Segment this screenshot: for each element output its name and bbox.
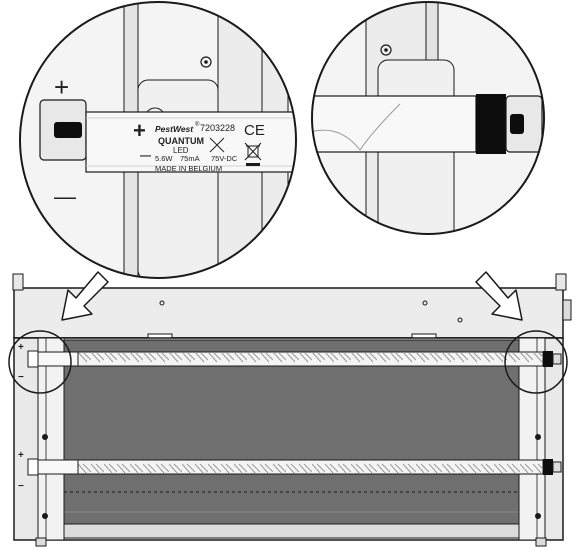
left-bracket <box>12 273 24 291</box>
lower-plus-mark: + <box>18 450 24 461</box>
left-detail-zoom: + — + PestWest ® 7203228 CE QUANTUM LED … <box>19 1 297 279</box>
voltage: 75V-DC <box>211 154 238 163</box>
tray-bottom <box>63 523 520 539</box>
right-detail-marker <box>504 330 568 394</box>
glue-board-panel <box>63 339 520 539</box>
tube-minus-sign: — <box>140 150 151 162</box>
cover-screw-right <box>457 317 463 323</box>
registered-mark: ® <box>195 121 200 128</box>
product-name: QUANTUM <box>158 136 204 146</box>
upper-minus-mark: − <box>18 372 24 383</box>
right-rail <box>518 337 546 541</box>
right-bracket <box>555 273 567 291</box>
lower-led-tube <box>27 458 562 476</box>
upper-led-tube <box>27 350 562 368</box>
origin-text: MADE IN BELGIUM <box>155 164 222 173</box>
left-detail-marker <box>8 330 72 394</box>
cover-screw-center <box>422 300 428 306</box>
product-sub: LED <box>173 146 189 155</box>
weee-bin-icon <box>244 142 262 166</box>
tube-label: + PestWest ® 7203228 CE QUANTUM LED — 5.… <box>133 118 265 173</box>
ce-mark: CE <box>244 122 265 139</box>
arrow-right-icon <box>475 271 523 321</box>
top-cover <box>13 287 564 339</box>
arrow-left-icon <box>61 271 109 321</box>
detail-plus-sign: + <box>54 72 69 102</box>
part-number: 7203228 <box>200 123 235 133</box>
cover-screw-left <box>159 300 165 306</box>
lower-minus-mark: − <box>18 481 24 492</box>
left-rail <box>37 337 65 541</box>
fly-killer-unit: + − + − <box>8 273 572 547</box>
wattage: 5.6W <box>155 154 173 163</box>
current: 75mA <box>180 154 200 163</box>
side-knob <box>562 299 572 321</box>
cross-symbol-icon <box>209 137 225 153</box>
brand-name: PestWest <box>155 124 194 134</box>
upper-plus-mark: + <box>18 342 24 353</box>
detail-minus-sign: — <box>54 184 76 209</box>
right-detail-zoom <box>311 1 545 235</box>
tube-plus-sign: + <box>133 118 146 143</box>
